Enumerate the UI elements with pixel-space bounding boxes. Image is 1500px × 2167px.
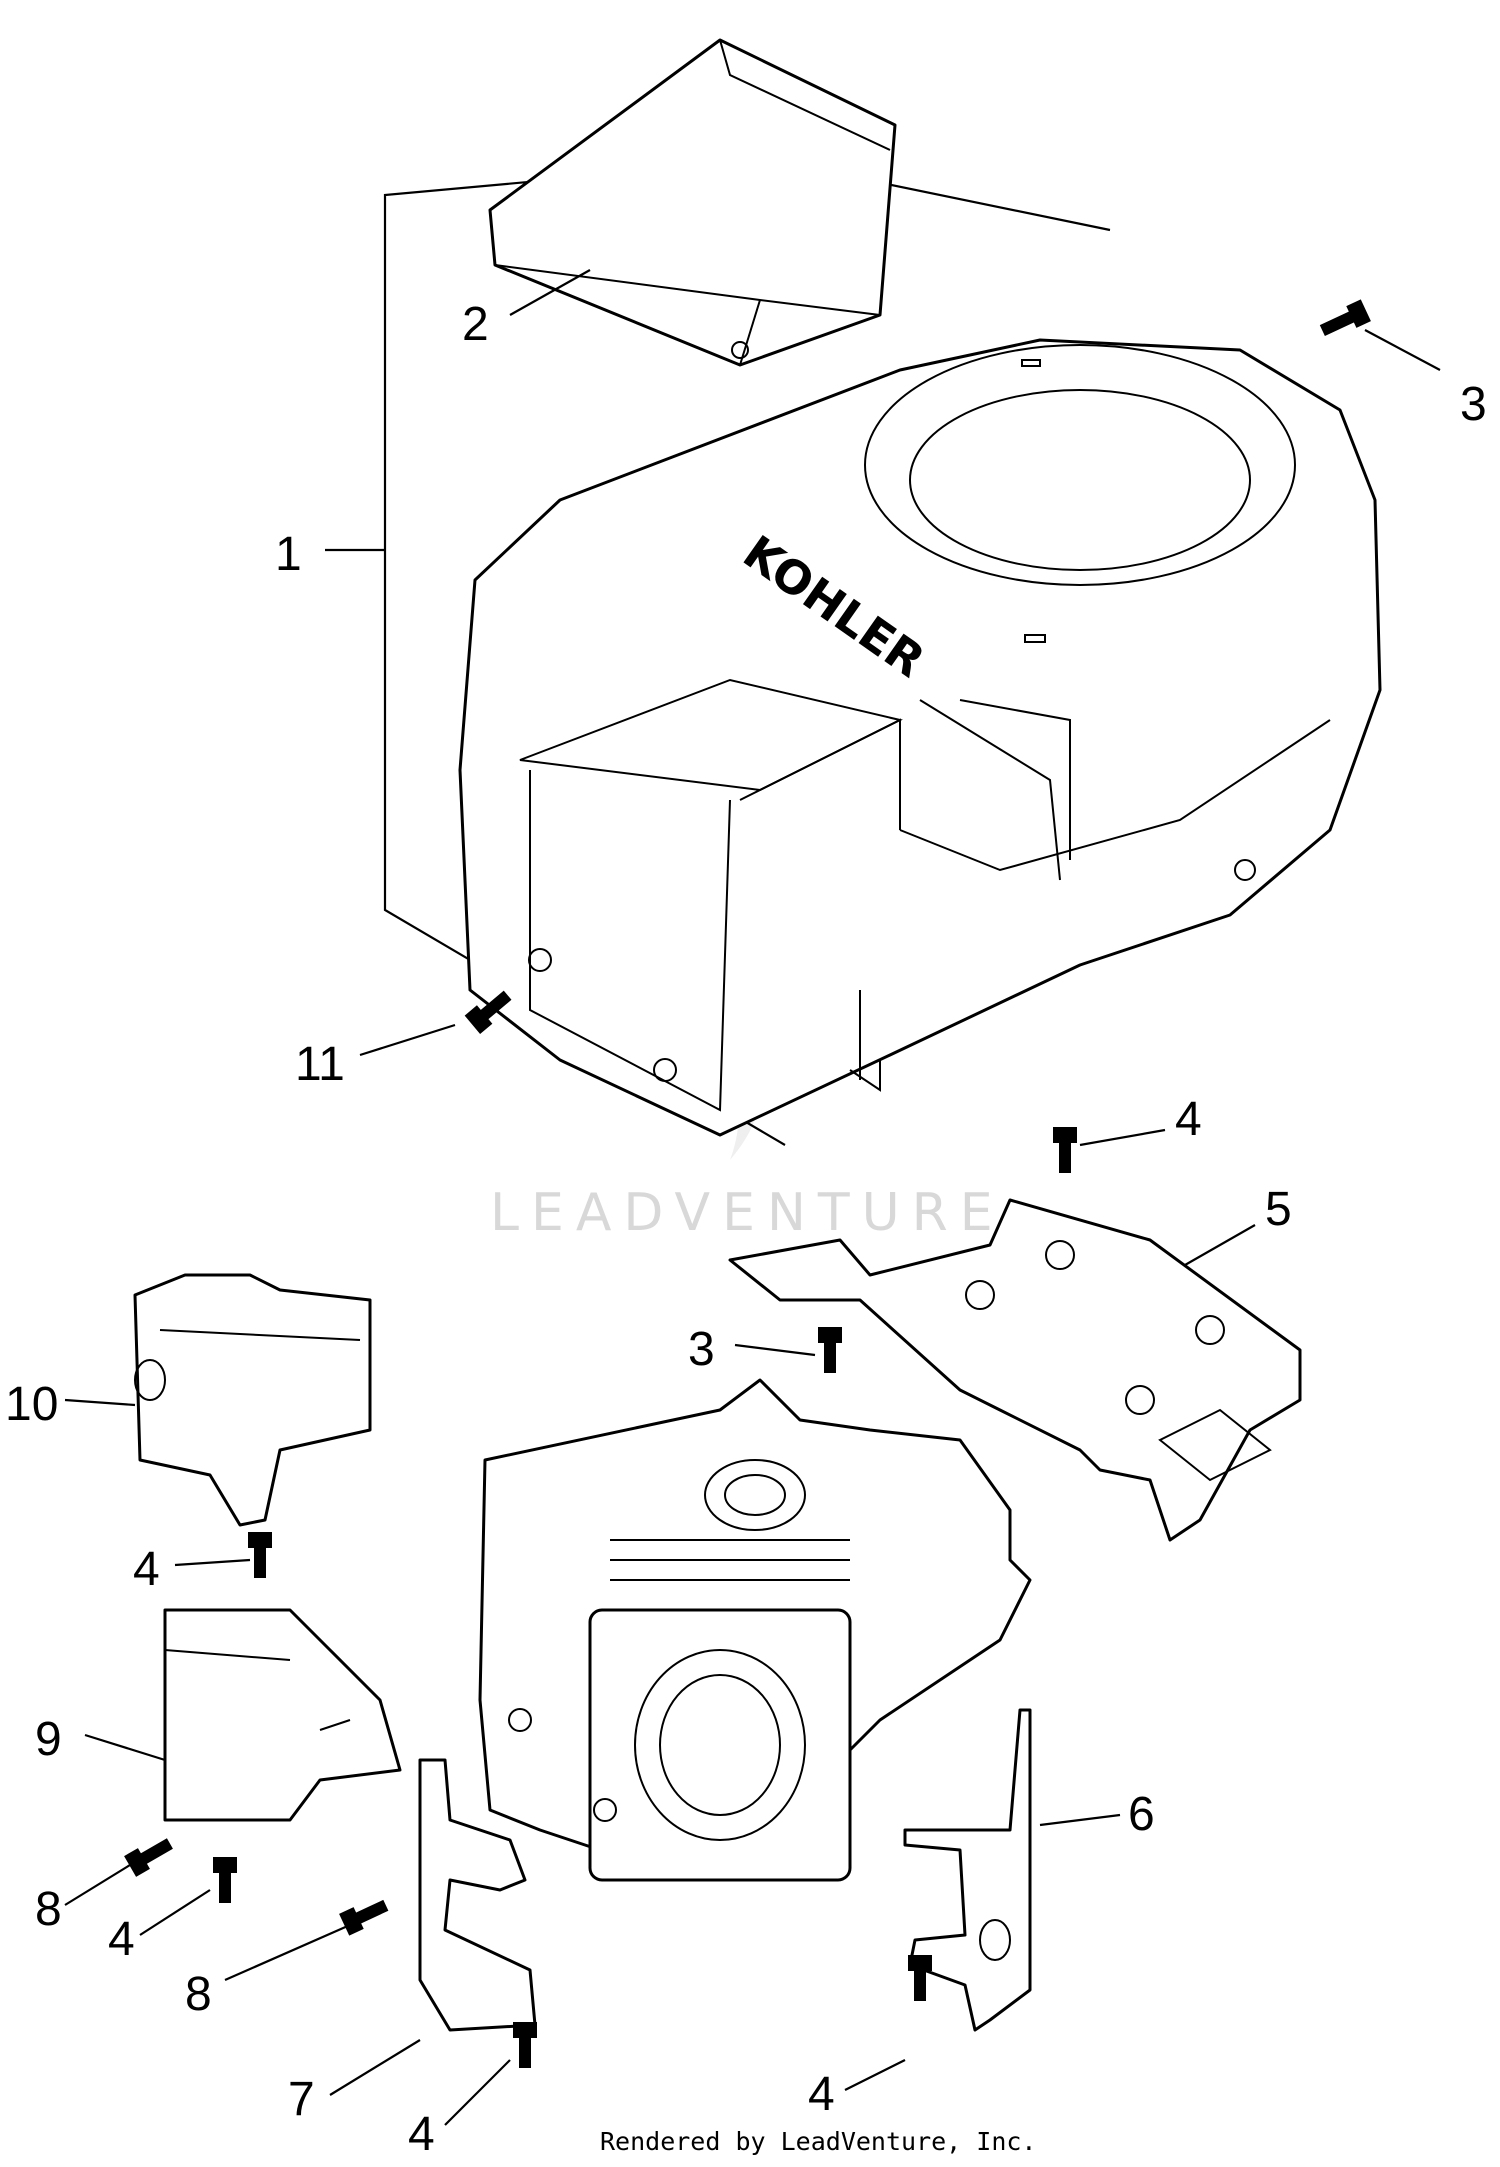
part-blower-housing (458, 338, 1382, 1137)
callout-1: 1 (275, 528, 302, 581)
callout-8: 8 (185, 1968, 212, 2021)
callout-4: 4 (408, 2108, 435, 2161)
callout-4: 4 (808, 2068, 835, 2121)
screw-icon (339, 1899, 389, 1936)
callout-8: 8 (35, 1883, 62, 1936)
screw-icon (124, 1838, 173, 1877)
watermark-text: LEADVENTURE (490, 1183, 1005, 1243)
screw-icon (464, 990, 512, 1034)
screw-icon (248, 1532, 272, 1578)
screw-icons (124, 299, 1371, 2068)
callout-3: 3 (688, 1323, 715, 1376)
callout-3: 3 (1460, 378, 1487, 431)
screw-icon (513, 2022, 537, 2068)
screw-icon (1053, 1127, 1077, 1173)
callout-labels: 1 2 3 3 4 4 4 4 4 5 6 7 8 8 9 10 11 (5, 298, 1487, 2161)
callout-9: 9 (35, 1713, 62, 1766)
leader-lines (64, 269, 1441, 2126)
callout-4: 4 (1175, 1093, 1202, 1146)
callout-2: 2 (462, 298, 489, 351)
callout-5: 5 (1265, 1183, 1292, 1236)
part-shroud-9 (163, 1608, 402, 1822)
part-air-intake-cover (488, 38, 897, 367)
callout-4: 4 (133, 1543, 160, 1596)
screw-icon (1319, 299, 1371, 337)
callout-11: 11 (295, 1038, 345, 1091)
callout-10: 10 (5, 1378, 58, 1431)
part-bracket-7 (418, 1758, 537, 2032)
screw-icon (213, 1857, 237, 1903)
callout-4: 4 (108, 1913, 135, 1966)
screw-icon (818, 1327, 842, 1373)
footer-credit: Rendered by LeadVenture, Inc. (600, 2127, 1037, 2156)
engine-block (478, 1378, 1032, 1882)
callout-6: 6 (1128, 1788, 1155, 1841)
part-shroud-10 (133, 1273, 372, 1527)
screw-icon (908, 1955, 932, 2001)
callout-7: 7 (288, 2073, 315, 2126)
part-bracket-6 (903, 1708, 1032, 2032)
part-cylinder-baffle (728, 1198, 1302, 1542)
